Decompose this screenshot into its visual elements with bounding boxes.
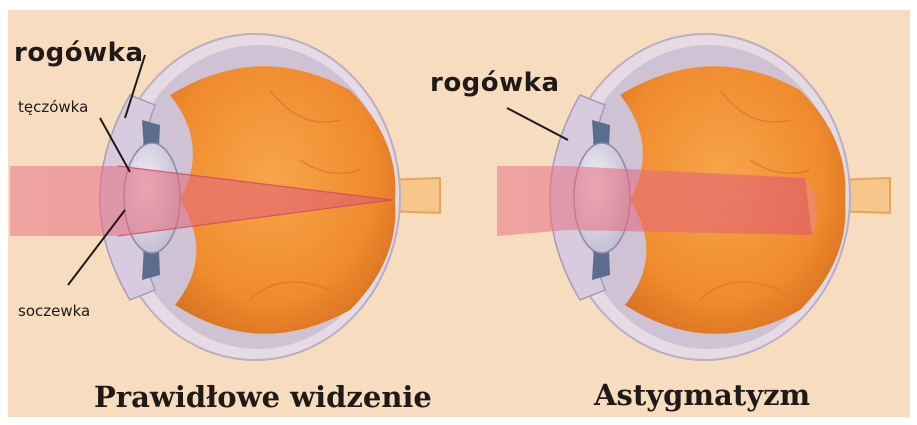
- light-beam: [497, 166, 812, 236]
- label-iris-left: tęczówka: [18, 98, 88, 116]
- label-cornea-left: rogówka: [14, 38, 144, 68]
- caption-astigmatism: Astygmatyzm: [594, 378, 810, 412]
- leader-cornea-right: [507, 108, 568, 140]
- label-cornea-right: rogówka: [430, 68, 560, 98]
- caption-normal-vision: Prawidłowe widzenie: [94, 380, 432, 414]
- label-lens-left: soczewka: [18, 302, 90, 320]
